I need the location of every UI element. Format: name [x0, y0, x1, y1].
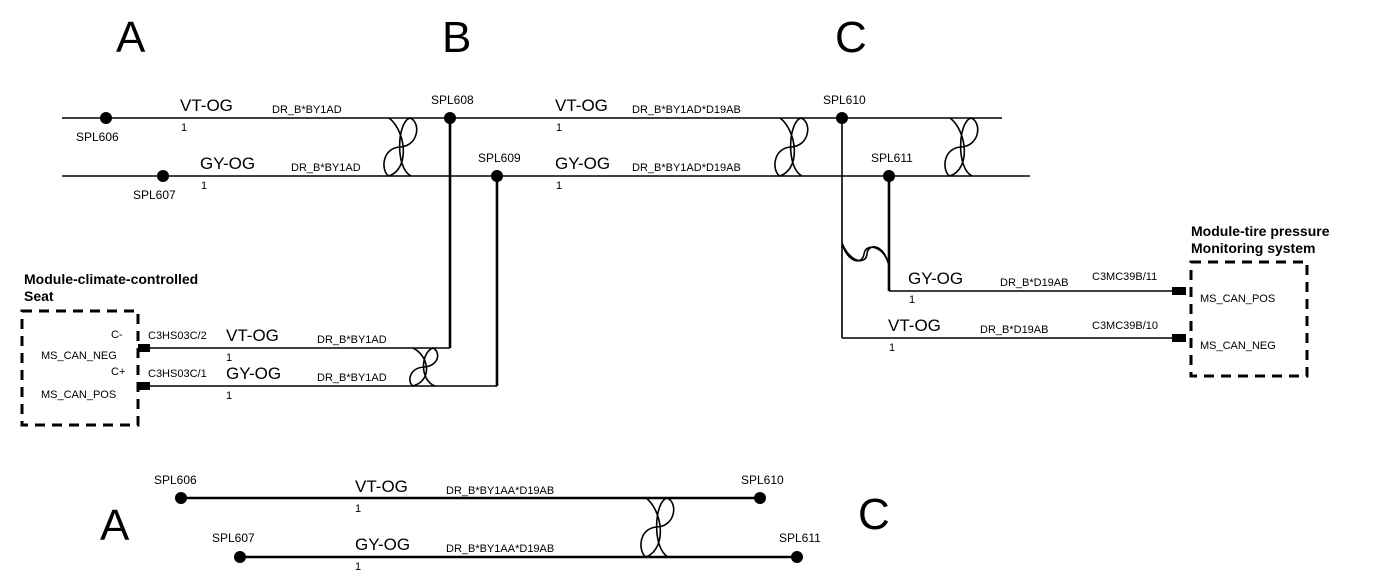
circuit-label: DR_B*D19AB [980, 324, 1048, 336]
column-label-c-bottom: C [858, 490, 890, 539]
wire-color-label: VT-OG [355, 477, 408, 496]
splice-label-spl611: SPL611 [871, 151, 913, 165]
circuit-label: DR_B*D19AB [1000, 277, 1068, 289]
connector-pin [138, 382, 150, 390]
twisted-pair-symbol-6 [640, 497, 675, 558]
wire-color-label: GY-OG [555, 154, 610, 173]
wire-gauge-label: 1 [556, 122, 562, 134]
pin-signal-label: MS_CAN_NEG [41, 350, 117, 362]
column-label-c: C [835, 13, 867, 62]
splice-label-spl606: SPL606 [154, 473, 197, 487]
wire-gauge-label: 1 [909, 294, 915, 306]
splice-label-spl610: SPL610 [823, 93, 866, 107]
connector-pin [1172, 334, 1186, 342]
connector-label: C3MC39B/10 [1092, 320, 1158, 332]
connector-pin [138, 344, 150, 352]
twisted-pair-symbol-3 [944, 117, 979, 177]
wire-gauge-label: 1 [226, 390, 232, 402]
pin-signal-label: MS_CAN_POS [41, 389, 116, 401]
wire-gauge-label: 1 [201, 180, 207, 192]
pin-label: C- [111, 329, 123, 341]
twisted-pair-symbol-1 [383, 117, 418, 177]
pin-label: C+ [111, 366, 125, 378]
twisted-pair-symbol-2 [774, 117, 809, 177]
wire-color-label: VT-OG [226, 326, 279, 345]
circuit-label: DR_B*BY1AD [291, 162, 361, 174]
module-title: Seat [24, 288, 54, 304]
wire-gauge-label: 1 [181, 122, 187, 134]
splice-dot-spl607 [234, 551, 246, 563]
circuit-label: DR_B*BY1AD [317, 334, 387, 346]
wire-gauge-label: 1 [556, 180, 562, 192]
splice-label-spl607: SPL607 [133, 188, 176, 202]
pin-signal-label: MS_CAN_POS [1200, 293, 1275, 305]
pin-signal-label: MS_CAN_NEG [1200, 340, 1276, 352]
wire-color-label: GY-OG [908, 269, 963, 288]
column-label-a: A [116, 13, 146, 62]
connector-label: C3HS03C/1 [148, 368, 207, 380]
twisted-pair-symbol-5 [841, 242, 890, 267]
connector-pin [1172, 287, 1186, 295]
splice-label-spl611: SPL611 [779, 531, 821, 545]
circuit-label: DR_B*BY1AD*D19AB [632, 104, 741, 116]
module-title: Monitoring system [1191, 240, 1315, 256]
connector-label: C3MC39B/11 [1092, 271, 1157, 283]
wire-color-label: VT-OG [180, 96, 233, 115]
module-box-seat [20, 309, 140, 427]
splice-dot-spl610 [754, 492, 766, 504]
circuit-label: DR_B*BY1AD [272, 104, 342, 116]
connector-label: C3HS03C/2 [148, 330, 207, 342]
module-title: Module-tire pressure [1191, 223, 1330, 239]
circuit-label: DR_B*BY1AA*D19AB [446, 543, 554, 555]
circuit-label: DR_B*BY1AD [317, 372, 387, 384]
wire-gauge-label: 1 [889, 342, 895, 354]
splice-dot-spl606 [100, 112, 112, 124]
circuit-label: DR_B*BY1AD*D19AB [632, 162, 741, 174]
splice-dot-spl607 [157, 170, 169, 182]
splice-label-spl606: SPL606 [76, 130, 119, 144]
column-label-b: B [442, 13, 471, 62]
wire-gauge-label: 1 [355, 503, 361, 515]
circuit-label: DR_B*BY1AA*D19AB [446, 485, 554, 497]
wire-color-label: GY-OG [200, 154, 255, 173]
wire-gauge-label: 1 [355, 561, 361, 573]
column-label-a-bottom: A [100, 501, 130, 550]
wire-color-label: VT-OG [888, 316, 941, 335]
module-title: Module-climate-controlled [24, 271, 198, 287]
wire-color-label: GY-OG [355, 535, 410, 554]
wire-color-label: VT-OG [555, 96, 608, 115]
twisted-pair-symbol-4 [409, 347, 439, 387]
module-box-tpms [1189, 260, 1309, 378]
splice-dot-spl611 [791, 551, 803, 563]
splice-label-spl608: SPL608 [431, 93, 474, 107]
splice-label-spl609: SPL609 [478, 151, 521, 165]
splice-label-spl610: SPL610 [741, 473, 784, 487]
splice-dot-spl606 [175, 492, 187, 504]
wire-color-label: GY-OG [226, 364, 281, 383]
splice-label-spl607: SPL607 [212, 531, 255, 545]
wire-gauge-label: 1 [226, 352, 232, 364]
